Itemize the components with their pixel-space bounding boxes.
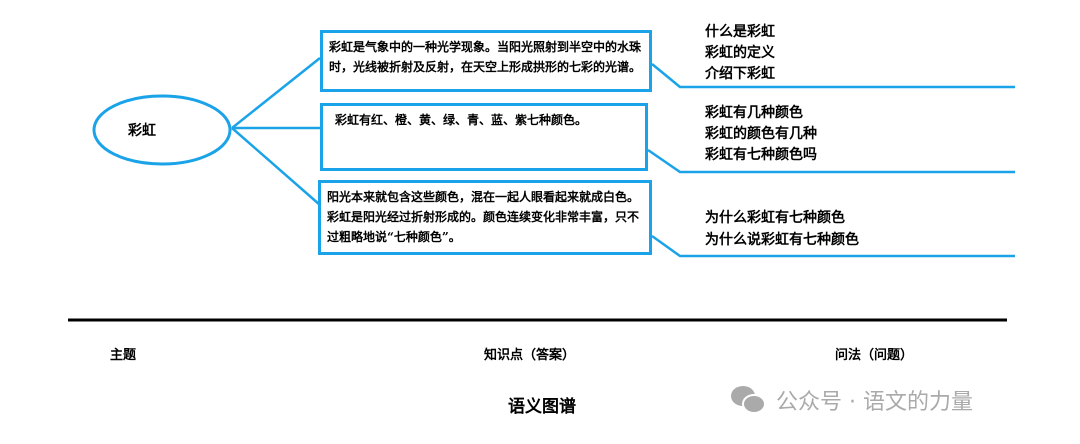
question: 彩虹有几种颜色 [705, 105, 803, 121]
answer-box-3: 阳光本来就包含这些颜色，混在一起人眼看起来就成白色。彩虹是阳光经过折射形成的。颜… [318, 180, 652, 255]
question: 为什么说彩虹有七种颜色 [705, 232, 859, 248]
watermark: 公众号 · 语文的力量 [728, 383, 973, 417]
question: 为什么彩虹有七种颜色 [705, 210, 845, 226]
question: 彩虹的颜色有几种 [705, 126, 817, 142]
topic-ellipse [92, 94, 232, 166]
question: 彩虹的定义 [705, 45, 775, 61]
question: 介绍下彩虹 [705, 66, 775, 82]
connector-q2 [647, 148, 1015, 174]
connector-q1 [651, 63, 1015, 89]
legend-topic: 主题 [110, 348, 137, 363]
question-group-1: 什么是彩虹 彩虹的定义 介绍下彩虹 [705, 22, 775, 85]
topic-label: 彩虹 [128, 123, 156, 139]
question: 什么是彩虹 [705, 24, 775, 40]
question-group-3: 为什么彩虹有七种颜色 为什么说彩虹有七种颜色 [705, 207, 859, 251]
answer-box-2: 彩虹有红、橙、黄、绿、青、蓝、紫七种颜色。 [320, 103, 648, 171]
wechat-icon [731, 386, 766, 414]
connector-3 [231, 127, 321, 206]
answer-box-1: 彩虹是气象中的一种光学现象。当阳光照射到半空中的水珠时，光线被折射及反射，在天空… [320, 30, 652, 92]
watermark-text: 公众号 · 语文的力量 [776, 390, 973, 415]
question: 彩虹有七种颜色吗 [705, 147, 817, 163]
connector-q3 [651, 234, 1015, 258]
diagram-title: 语义图谱 [508, 397, 576, 417]
legend-knowledge: 知识点（答案） [484, 348, 576, 363]
legend-question: 问法（问题） [835, 348, 914, 363]
connector-1 [231, 57, 321, 129]
question-group-2: 彩虹有几种颜色 彩虹的颜色有几种 彩虹有七种颜色吗 [705, 103, 817, 166]
